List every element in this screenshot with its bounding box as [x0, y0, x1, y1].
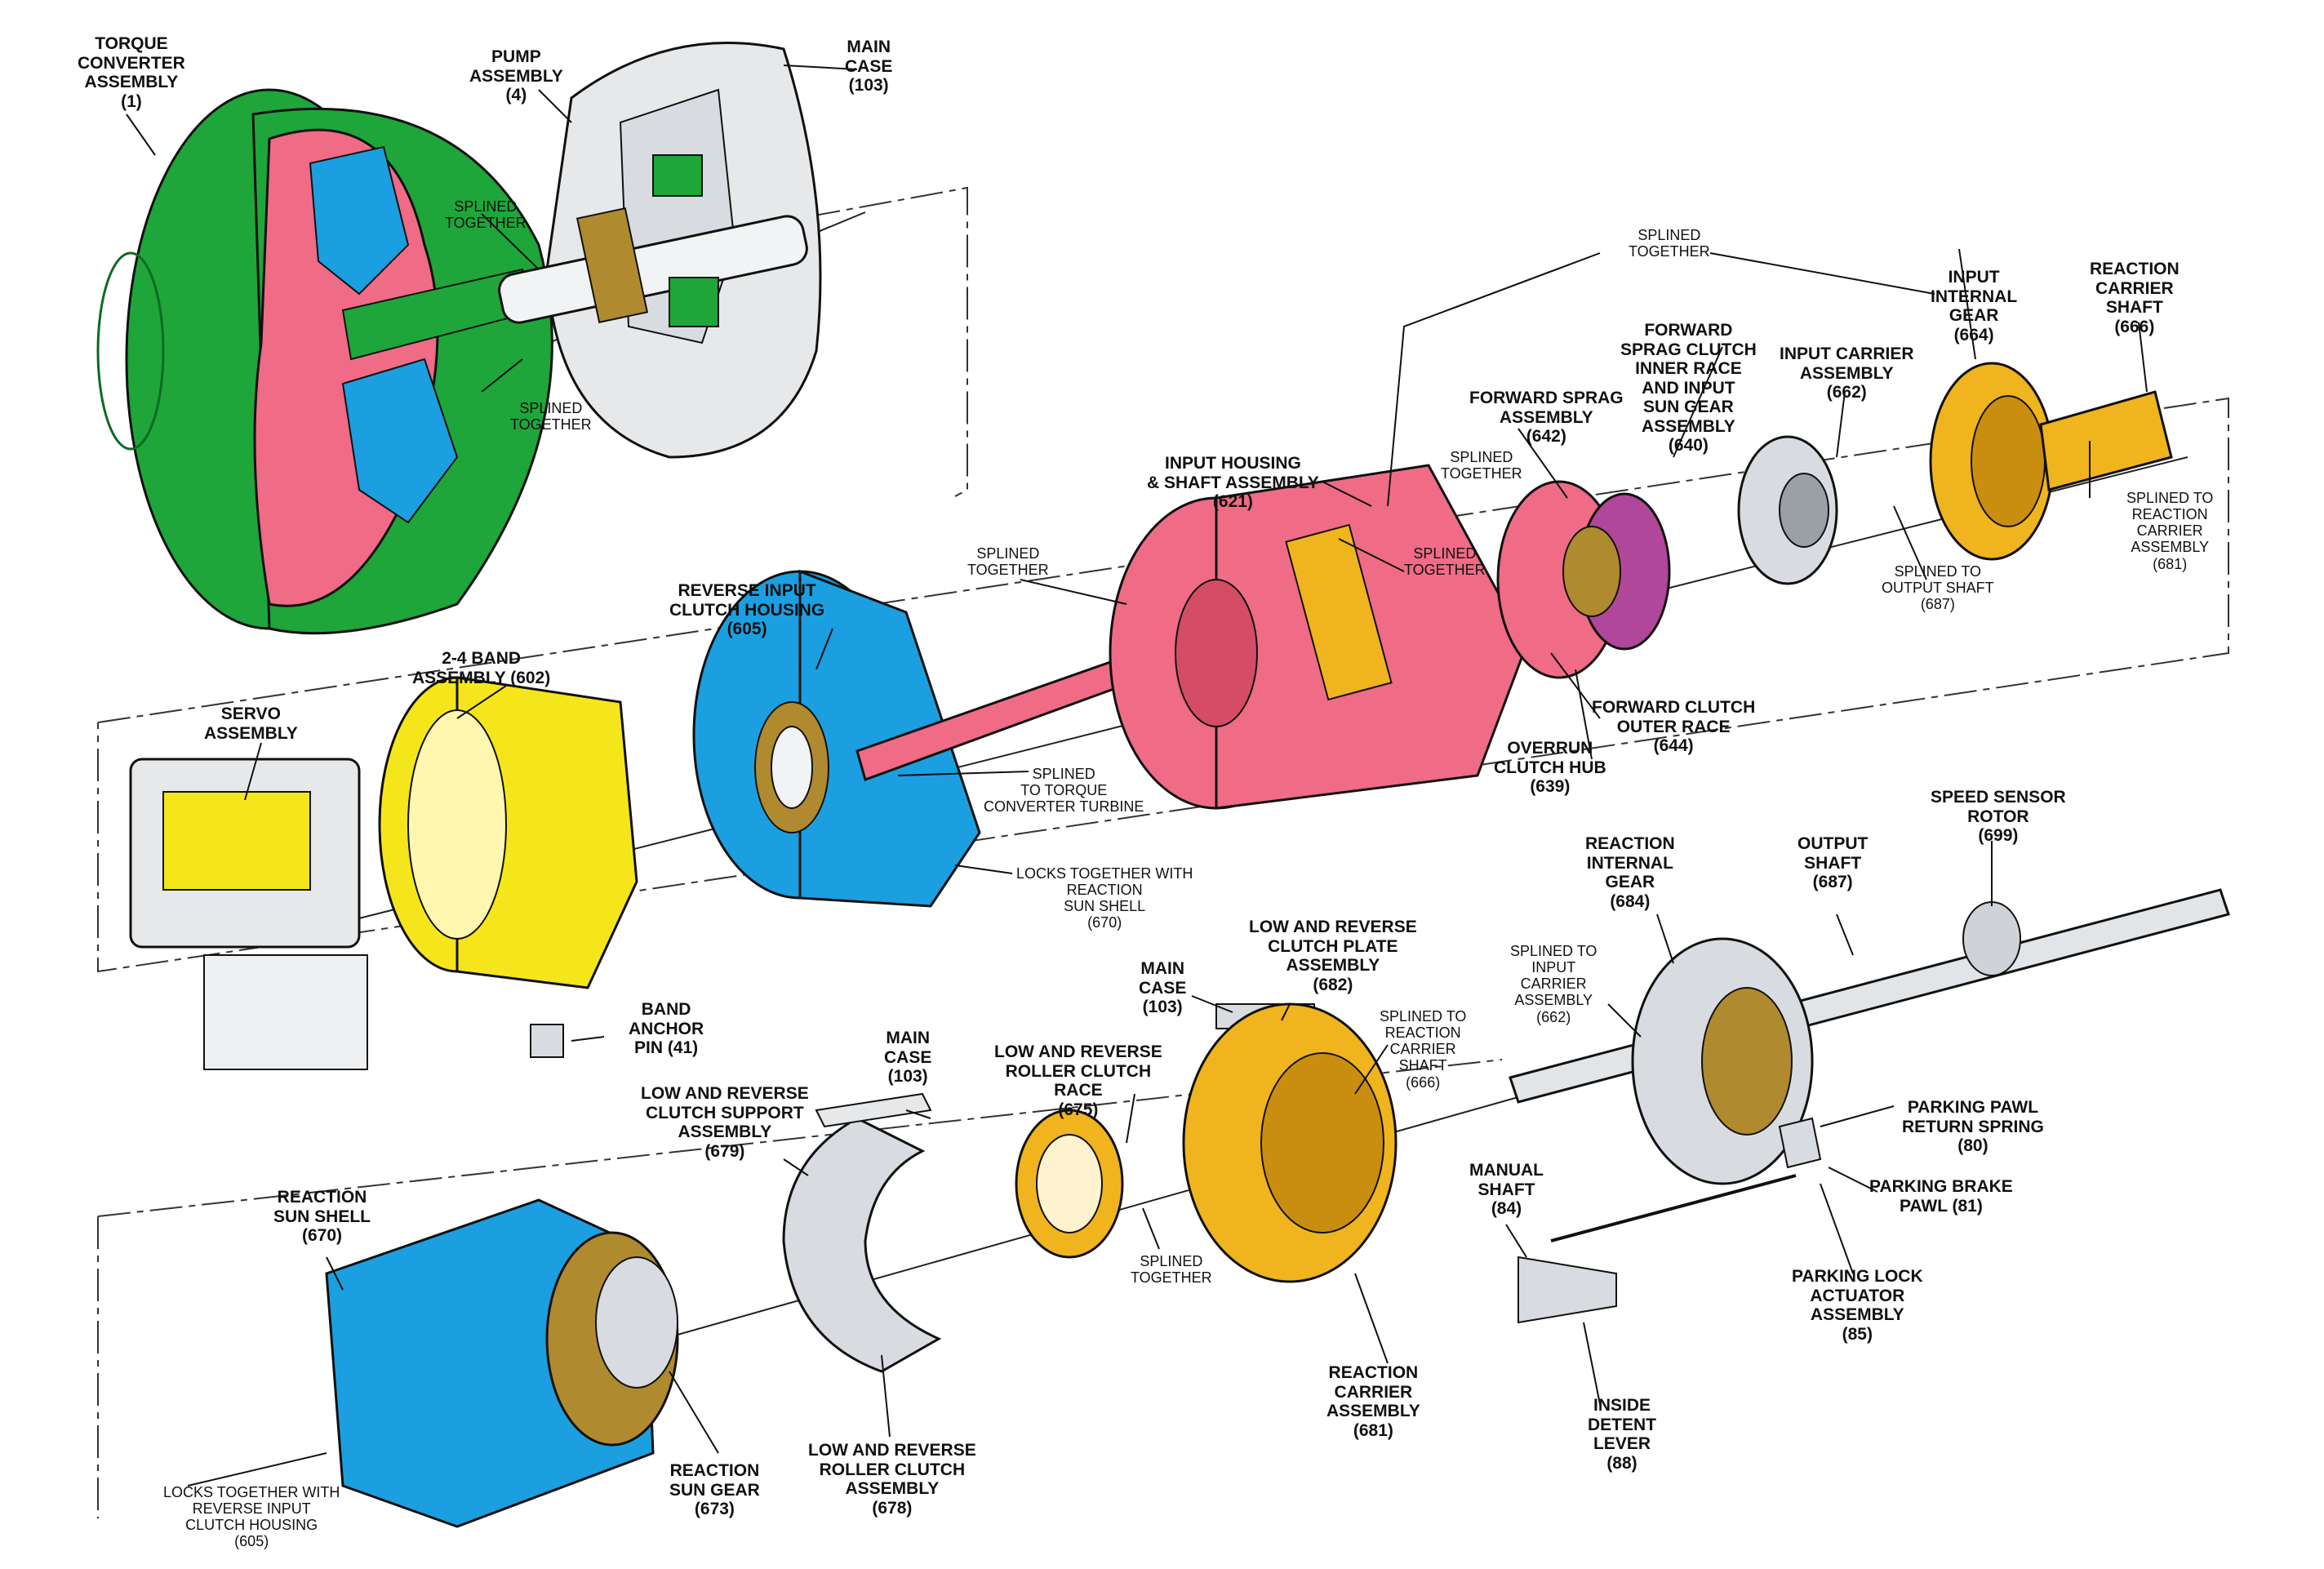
input-carrier: [1737, 435, 1838, 585]
label-input-housing: INPUT HOUSING& SHAFT ASSEMBLY(621): [1147, 454, 1319, 512]
torque-converter: [96, 88, 553, 635]
leader-lines: [126, 64, 2148, 1487]
servo-assembly: [129, 758, 564, 1070]
input-housing: [1109, 464, 1528, 810]
pump-assembly: [498, 42, 822, 459]
low-reverse-support: [782, 1092, 942, 1373]
forward-sprag-group: [1496, 480, 1671, 679]
band-assembly: [378, 676, 638, 989]
input-internal-gear: [1929, 362, 2173, 561]
reaction-sun-shell: [325, 1198, 679, 1528]
output-shaft: [1509, 888, 2230, 1185]
reaction-carrier-group: [1015, 1002, 1398, 1283]
parking-linkage: [1517, 1117, 1822, 1324]
